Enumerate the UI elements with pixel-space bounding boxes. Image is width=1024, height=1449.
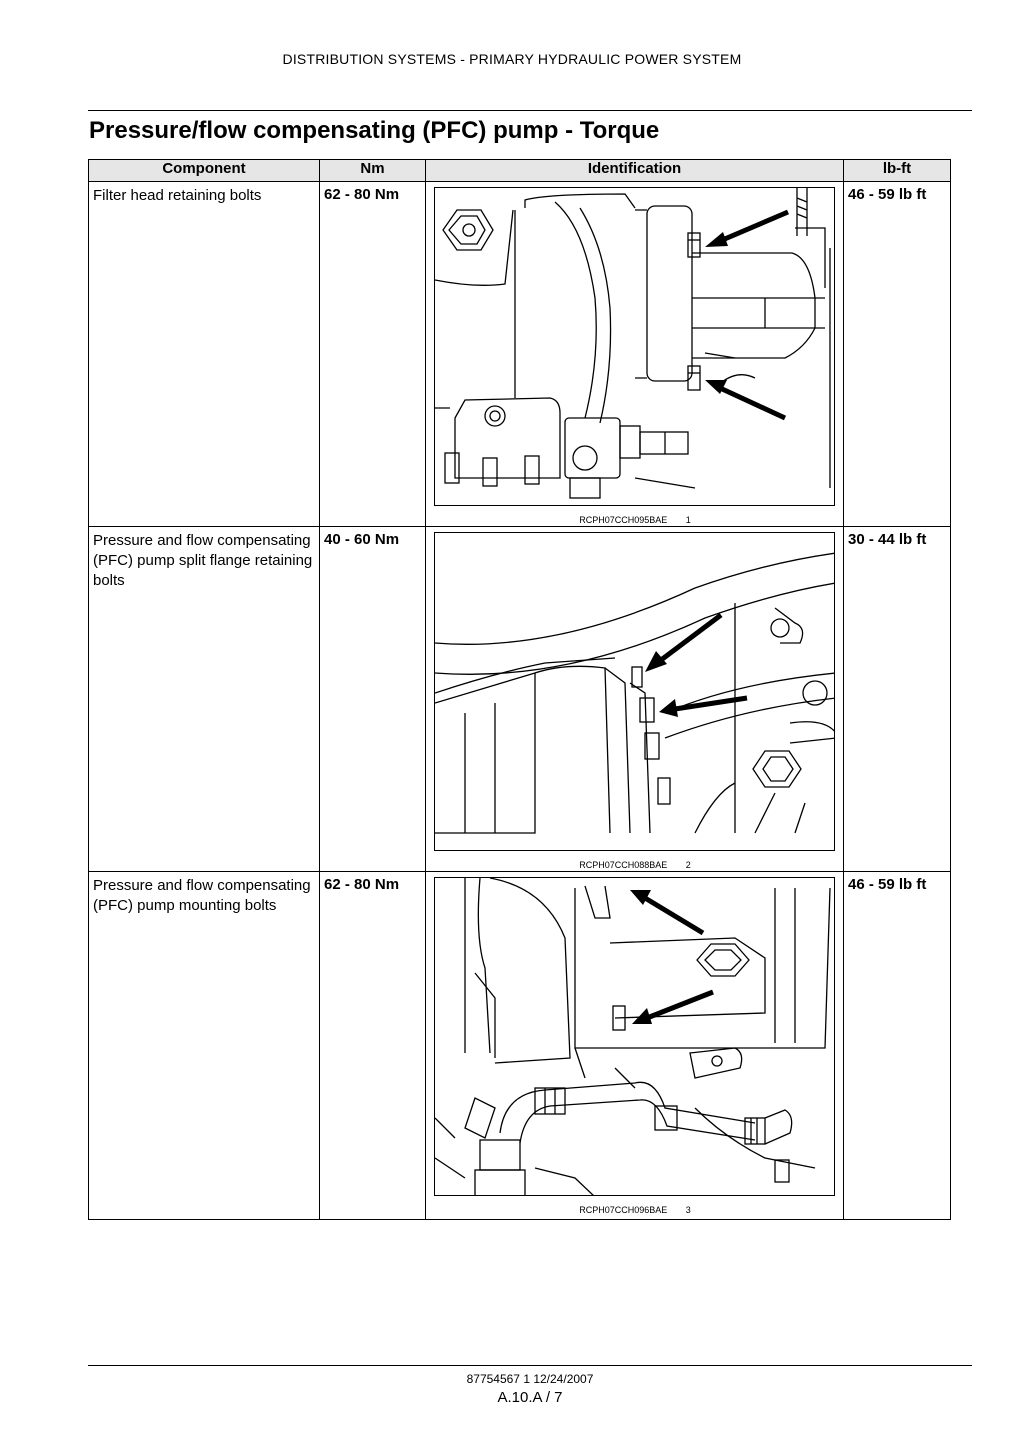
column-header-component: Component (88, 159, 320, 182)
identification-cell: RCPH07CCH096BAE 3 (425, 871, 844, 1220)
figure-number: 3 (685, 1205, 691, 1215)
component-cell: Pressure and flow compensating (PFC) pum… (88, 526, 320, 872)
page-title: Pressure/flow compensating (PFC) pump - … (89, 117, 660, 144)
table-row: Filter head retaining bolts 62 - 80 Nm (88, 181, 951, 527)
figure-code: RCPH07CCH096BAE (579, 1205, 668, 1215)
column-header-identification: Identification (425, 159, 844, 182)
lbft-cell: 46 - 59 lb ft (843, 181, 951, 527)
figure-split-flange-bolts (434, 532, 835, 851)
arrow-icon (659, 695, 748, 717)
arrow-icon (632, 989, 714, 1024)
arrow-icon (705, 380, 787, 421)
figure-number: 2 (685, 860, 691, 870)
table-row: Pressure and flow compensating (PFC) pum… (88, 526, 951, 872)
figure-code: RCPH07CCH095BAE (579, 515, 668, 525)
running-header: DISTRIBUTION SYSTEMS - PRIMARY HYDRAULIC… (282, 51, 742, 67)
lbft-cell: 30 - 44 lb ft (843, 526, 951, 872)
component-cell: Pressure and flow compensating (PFC) pum… (88, 871, 320, 1220)
column-header-nm: Nm (319, 159, 426, 182)
nm-cell: 62 - 80 Nm (319, 871, 426, 1220)
arrow-icon (645, 613, 723, 672)
lbft-cell: 46 - 59 lb ft (843, 871, 951, 1220)
footer-divider (88, 1365, 972, 1366)
table-header-row: Component Nm Identification lb-ft (88, 159, 951, 182)
component-cell: Filter head retaining bolts (88, 181, 320, 527)
identification-cell: RCPH07CCH095BAE 1 (425, 181, 844, 527)
page-reference: A.10.A / 7 (497, 1389, 563, 1406)
figure-filter-head-bolts (434, 187, 835, 506)
document-id: 87754567 1 12/24/2007 (466, 1372, 594, 1386)
figure-code: RCPH07CCH088BAE (579, 860, 668, 870)
figure-caption: RCPH07CCH088BAE 2 (426, 860, 844, 870)
table-row: Pressure and flow compensating (PFC) pum… (88, 871, 951, 1220)
identification-cell: RCPH07CCH088BAE 2 (425, 526, 844, 872)
nm-cell: 40 - 60 Nm (319, 526, 426, 872)
column-header-lbft: lb-ft (843, 159, 951, 182)
torque-table: Component Nm Identification lb-ft Filter… (88, 159, 951, 1220)
figure-caption: RCPH07CCH095BAE 1 (426, 515, 844, 525)
nm-cell: 62 - 80 Nm (319, 181, 426, 527)
header-divider (88, 110, 972, 111)
figure-pump-mounting-bolts (434, 877, 835, 1196)
figure-number: 1 (685, 515, 691, 525)
figure-caption: RCPH07CCH096BAE 3 (426, 1205, 844, 1215)
arrow-icon (705, 209, 789, 247)
arrow-icon (630, 890, 705, 936)
